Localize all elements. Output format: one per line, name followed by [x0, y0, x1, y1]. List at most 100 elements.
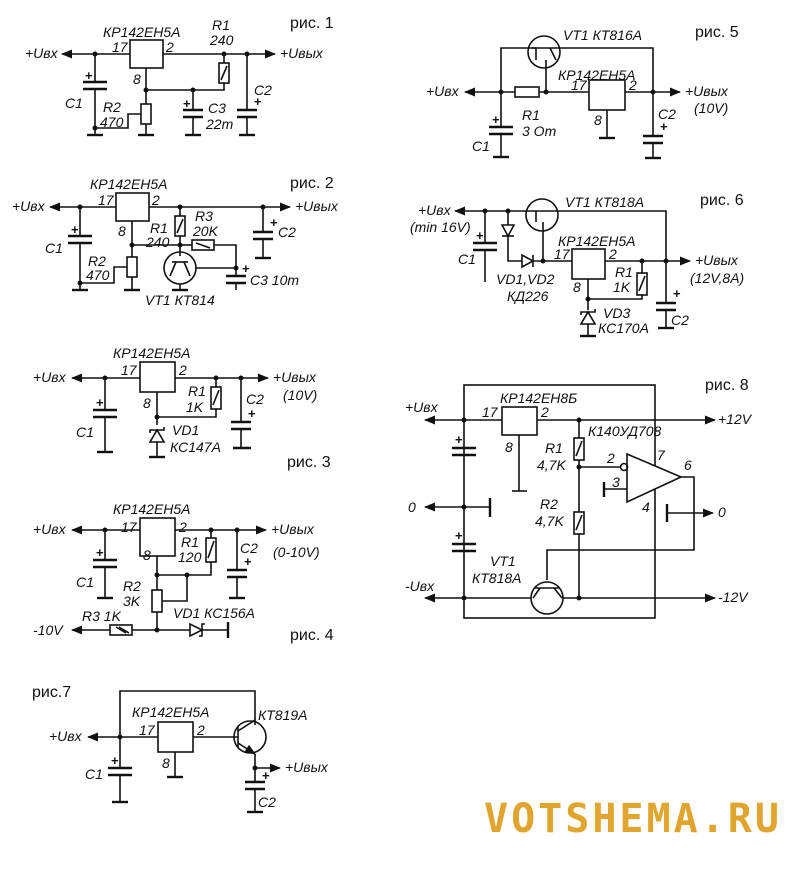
fig1-chip-label: КР142ЕН5А	[103, 24, 181, 40]
fig4-pin-out: 2	[178, 519, 187, 535]
figure-7-title: рис.7	[32, 684, 71, 701]
fig7-regulator-chip	[157, 721, 194, 753]
fig4-r3-label: R3 1K	[82, 608, 122, 624]
fig3-pin-adj: 8	[143, 395, 151, 411]
svg-text:+: +	[660, 119, 668, 134]
fig7-c1-label: C1	[85, 766, 103, 782]
fig5-pin-in: 17	[571, 77, 588, 93]
fig5-r1-resistor	[514, 86, 540, 98]
fig7-output-label: +Uвых	[285, 759, 329, 775]
fig2-r2-value: 470	[86, 267, 110, 283]
fig5-regulator-chip	[588, 79, 626, 111]
svg-text:+: +	[492, 112, 500, 127]
fig5-c1-label: C1	[472, 138, 490, 154]
fig6-r1-name: R1	[615, 264, 633, 280]
fig4-r2-potentiometer	[151, 589, 163, 613]
svg-text:+: +	[248, 406, 256, 421]
watermark: VOTSHEMA.RU	[484, 796, 782, 842]
fig5-pin-out: 2	[628, 77, 637, 93]
fig1-c3-name: C3	[208, 100, 226, 116]
fig8-opamp	[626, 452, 683, 504]
fig1-r2-value: 470	[100, 114, 124, 130]
fig3-vd1-name: VD1	[172, 422, 199, 438]
fig3-vd1-zener	[148, 428, 166, 443]
fig8-vt1-name: VT1	[490, 553, 516, 569]
fig6-output-label: +Uвых	[695, 252, 739, 268]
svg-text:+: +	[242, 261, 250, 276]
svg-text:+: +	[673, 286, 681, 301]
fig6-vd3-value: КС170А	[598, 320, 649, 336]
fig8-opamp-pin-noninv: 3	[612, 474, 620, 490]
fig8-pos-input-label: +Uвх	[405, 399, 439, 415]
svg-text:+: +	[254, 94, 262, 109]
fig8-vt1-value: КТ818А	[472, 570, 522, 586]
fig8-vt1-transistor	[530, 581, 564, 615]
fig6-pin-adj: 8	[573, 279, 581, 295]
svg-text:+: +	[71, 222, 79, 237]
fig8-r2-value: 4,7K	[535, 513, 564, 529]
fig1-r2-resistor	[140, 103, 152, 125]
fig4-r2-name: R2	[123, 578, 141, 594]
fig8-zero-input-label: 0	[408, 499, 416, 515]
fig3-chip-label: КР142ЕН5А	[113, 345, 191, 361]
fig4-pin-in: 17	[121, 519, 138, 535]
fig1-pin-out: 2	[165, 39, 174, 55]
fig5-output-label: +Uвых	[685, 83, 729, 99]
fig5-vt1-transistor	[527, 35, 561, 69]
fig7-transistor-label: КТ819А	[258, 707, 308, 723]
figure-8: рис. 8 КР142ЕН8Б 17 2 8 +Uвх +12V + + 0 …	[405, 377, 753, 619]
figure-4-title: рис. 4	[290, 627, 334, 644]
figure-3: КР142ЕН5А 17 2 8 +Uвх +Uвых (10V) + C1 V…	[33, 345, 331, 471]
fig5-c2-label: C2	[658, 106, 676, 122]
fig2-vt1-transistor	[163, 251, 197, 285]
fig8-pin-out: 2	[540, 404, 549, 420]
fig2-chip-label: КР142ЕН5А	[90, 176, 168, 192]
fig1-r1-value: 240	[209, 32, 234, 48]
fig6-chip-label: КР142ЕН5А	[558, 233, 636, 249]
svg-text:+: +	[476, 228, 484, 243]
fig2-pin-in: 17	[98, 192, 115, 208]
fig1-output-label: +Uвых	[280, 45, 324, 61]
fig2-c1-label: C1	[45, 240, 63, 256]
fig2-r3-name: R3	[195, 208, 213, 224]
fig3-output-note: (10V)	[283, 387, 317, 403]
fig6-vd12-name: VD1,VD2	[496, 271, 555, 287]
fig4-vd1-zener	[189, 622, 204, 638]
fig8-pin-in: 17	[482, 404, 499, 420]
figure-5-title: рис. 5	[695, 24, 739, 41]
fig4-input-label: +Uвх	[33, 521, 67, 537]
svg-text:+: +	[455, 432, 463, 447]
fig2-regulator-chip	[115, 192, 150, 222]
fig3-regulator-chip	[139, 361, 176, 393]
svg-text:+: +	[111, 753, 119, 768]
fig2-output-label: +Uвых	[295, 198, 339, 214]
fig8-opamp-pin-inv: 2	[606, 450, 615, 466]
fig3-c2-label: C2	[246, 391, 264, 407]
fig5-vt1-label: VT1 КТ816А	[563, 27, 642, 43]
fig1-r2-name: R2	[103, 99, 121, 115]
fig1-c1-label: C1	[65, 95, 83, 111]
figure-8-title: рис. 8	[705, 377, 749, 394]
fig7-c2-label: C2	[258, 794, 276, 810]
fig7-input-label: +Uвх	[49, 728, 83, 744]
figure-2: рис. 2 КР142ЕН5А 17 2 8 +Uвх +Uвых + C1 …	[12, 175, 339, 308]
fig7-pin-out: 2	[196, 722, 205, 738]
fig2-r3-value: 20K	[192, 223, 219, 239]
svg-text:+: +	[96, 545, 104, 560]
fig6-r1-value: 1K	[613, 279, 631, 295]
fig3-pin-out: 2	[178, 362, 187, 378]
fig8-opamp-pin-vplus: 7	[657, 447, 666, 463]
fig8-pin-adj: 8	[505, 439, 513, 455]
fig8-frame-wire	[463, 384, 656, 619]
figure-5: рис. 5 VT1 КТ816А +Uвх R1 3 Om КР142ЕН5А…	[426, 24, 739, 160]
fig5-pin-adj: 8	[594, 112, 602, 128]
svg-text:+: +	[183, 96, 191, 111]
fig5-r1-value: 3 Om	[522, 123, 557, 139]
svg-text:+: +	[244, 554, 252, 569]
fig6-pin-out: 2	[608, 246, 617, 262]
fig1-regulator-chip	[129, 39, 164, 69]
fig3-input-label: +Uвх	[33, 369, 67, 385]
fig8-chip-label: КР142ЕН8Б	[500, 390, 577, 406]
fig4-chip-label: КР142ЕН5А	[113, 501, 191, 517]
figure-6: рис. 6 VT1 КТ818А +Uвх (min 16V) + C1 VD…	[410, 192, 744, 338]
